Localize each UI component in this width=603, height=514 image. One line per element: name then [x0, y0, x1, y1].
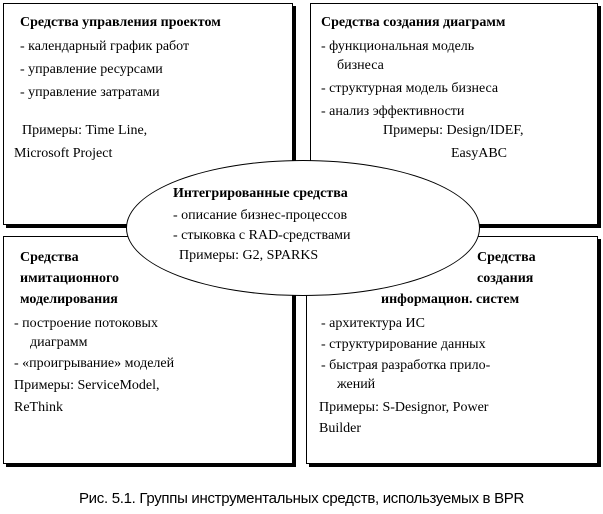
- info-systems-title: информацион. систем: [381, 292, 520, 307]
- diagramming-box: Средства создания диаграмм - функциональ…: [310, 3, 598, 225]
- project-management-examples: Microsoft Project: [14, 146, 113, 161]
- simulation-item: диаграмм: [30, 335, 88, 350]
- project-management-item: - календарный график работ: [20, 39, 190, 54]
- diagramming-item: - структурная модель бизнеса: [321, 81, 499, 96]
- diagramming-title: Средства создания диаграмм: [321, 15, 506, 30]
- project-management-item: - управление затратами: [20, 85, 160, 100]
- integrated-title: Интегрированные средства: [173, 186, 348, 201]
- figure-caption: Рис. 5.1. Группы инструментальных средст…: [78, 490, 525, 507]
- diagramming-examples: Примеры: Design/IDEF,: [383, 123, 524, 138]
- project-management-title: Средства управления проектом: [20, 15, 221, 30]
- info-systems-item: - архитектура ИС: [321, 316, 425, 331]
- diagramming-examples: EasyABC: [451, 146, 507, 161]
- info-systems-item: - структурирование данных: [321, 337, 486, 352]
- integrated-item: - стыковка с RAD-средствами: [173, 228, 351, 243]
- integrated-item: - описание бизнес-процессов: [173, 208, 348, 223]
- info-systems-item: - быстрая разработка прило-: [321, 358, 491, 373]
- diagramming-item: - анализ эффективности: [321, 104, 465, 119]
- info-systems-title: создания: [477, 271, 534, 286]
- simulation-examples: Примеры: ServiceModel,: [14, 378, 160, 393]
- project-management-examples: Примеры: Time Line,: [22, 123, 148, 138]
- simulation-title: имитационного: [20, 271, 119, 286]
- simulation-title: моделирования: [20, 292, 118, 307]
- project-management-box: Средства управления проектом - календарн…: [3, 3, 293, 225]
- simulation-examples: ReThink: [14, 400, 63, 415]
- integrated-examples: Примеры: G2, SPARKS: [179, 248, 319, 263]
- simulation-item: - «проигрывание» моделей: [14, 356, 175, 371]
- simulation-title: Средства: [20, 250, 79, 265]
- info-systems-examples: Примеры: S-Designor, Power: [319, 400, 489, 415]
- info-systems-item: жений: [337, 377, 376, 392]
- diagramming-item: - функциональная модель: [321, 39, 475, 54]
- integrated-tools-ellipse: Интегрированные средства - описание бизн…: [126, 160, 480, 296]
- diagramming-item: бизнеса: [337, 58, 384, 73]
- info-systems-examples: Builder: [319, 421, 361, 436]
- project-management-item: - управление ресурсами: [20, 62, 163, 77]
- simulation-item: - построение потоковых: [14, 316, 158, 331]
- info-systems-title: Средства: [477, 250, 536, 265]
